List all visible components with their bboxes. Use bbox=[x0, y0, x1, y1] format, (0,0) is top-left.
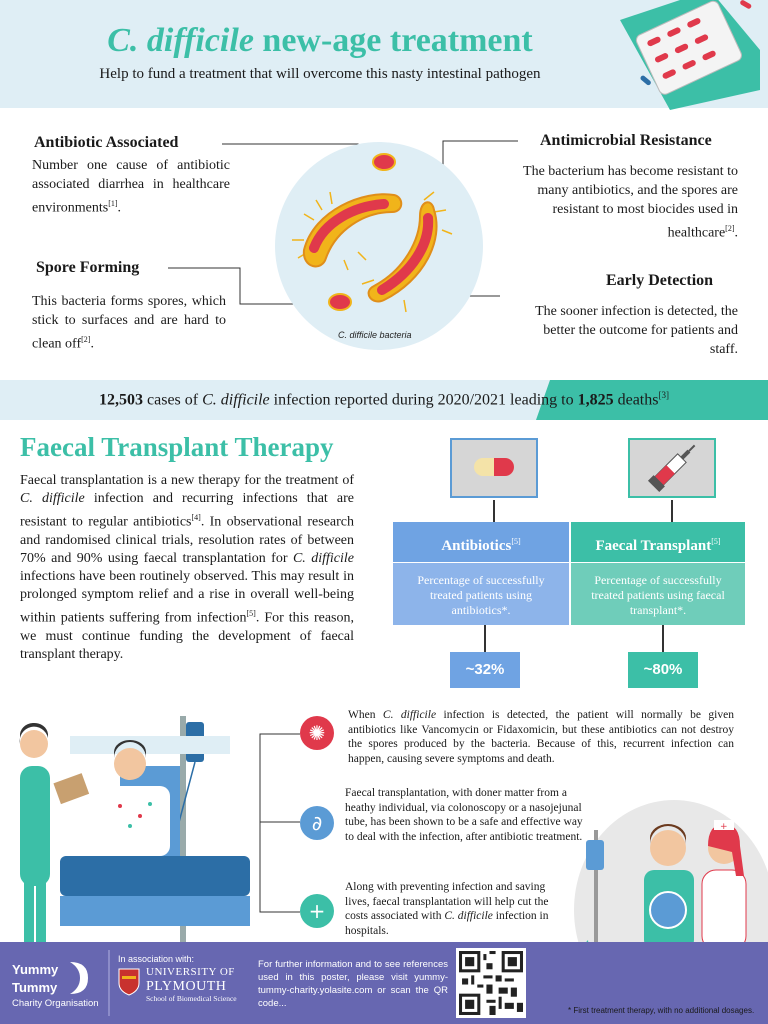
intestine-icon: ∂ bbox=[300, 806, 334, 840]
feature-resistance-text: The bacterium has become resistant to ma… bbox=[523, 164, 738, 241]
feature-antibiotic-text: Number one cause of antibiotic associate… bbox=[32, 158, 230, 216]
step-cost-text: Along with preventing infection and savi… bbox=[345, 881, 549, 937]
feature-antibiotic-heading: Antibiotic Associated bbox=[34, 134, 179, 151]
bacteria-label: C. difficile bacteria bbox=[338, 330, 412, 340]
capsule-icon bbox=[450, 438, 538, 498]
university-crest-icon bbox=[118, 968, 140, 996]
hospital-bed-illustration bbox=[19, 716, 250, 944]
antibiotics-description: Percentage of successfully treated patie… bbox=[393, 563, 569, 625]
stats-text: 12,503 cases of C. difficile infection r… bbox=[99, 390, 669, 409]
connector bbox=[662, 625, 664, 652]
feature-detection-text: The sooner infection is detected, the be… bbox=[535, 304, 738, 357]
bacteria-icon: ✺ bbox=[300, 716, 334, 750]
step-antibiotic-text: When C. difficile infection is detected,… bbox=[348, 709, 734, 765]
transplant-description: Percentage of successfully treated patie… bbox=[571, 563, 745, 625]
feature-spore-heading: Spore Forming bbox=[36, 259, 140, 276]
plus-icon: + bbox=[300, 894, 334, 928]
poster-title: C. difficile new-age treatment bbox=[107, 22, 533, 59]
section-paragraph: Faecal transplantation is a new therapy … bbox=[20, 473, 355, 662]
transplant-rate: ~80% bbox=[628, 652, 698, 688]
connector bbox=[671, 500, 673, 522]
university-school: School of Biomedical Science bbox=[146, 994, 237, 1003]
footer-info-text: For further information and to see refer… bbox=[258, 959, 448, 1009]
feature-spore-text: This bacteria forms spores, which stick … bbox=[32, 294, 226, 352]
connector bbox=[493, 500, 495, 522]
bacteria-illustration: C. difficile bacteria bbox=[275, 142, 483, 350]
poster-subtitle: Help to fund a treatment that will overc… bbox=[99, 66, 541, 82]
section-title: Faecal Transplant Therapy bbox=[20, 432, 334, 462]
footer-divider bbox=[108, 950, 110, 1016]
step-transplant-text: Faecal transplantation, with doner matte… bbox=[345, 787, 583, 843]
syringe-icon bbox=[628, 438, 716, 498]
antibiotics-rate: ~32% bbox=[450, 652, 520, 688]
footnote: * First treatment therapy, with no addit… bbox=[568, 1006, 755, 1015]
charity-name-2: Tummy bbox=[12, 980, 58, 995]
qr-code-icon[interactable] bbox=[456, 948, 526, 1018]
charity-logo-icon bbox=[70, 962, 88, 994]
transplant-header: Faecal Transplant[5] bbox=[571, 522, 745, 562]
antibiotics-header: Antibiotics[5] bbox=[393, 522, 569, 562]
stats-accent bbox=[536, 380, 768, 420]
pill-pack-icon bbox=[620, 0, 760, 110]
university-name-line2: PLYMOUTH bbox=[146, 979, 227, 994]
connector bbox=[484, 625, 486, 652]
university-name-line1: UNIVERSITY OF bbox=[146, 966, 235, 978]
feature-detection-heading: Early Detection bbox=[606, 272, 714, 289]
charity-name-1: Yummy bbox=[12, 962, 59, 977]
association-label: In association with: bbox=[118, 954, 195, 964]
feature-resistance-heading: Antimicrobial Resistance bbox=[540, 132, 712, 149]
charity-tagline: Charity Organisation bbox=[12, 998, 99, 1009]
svg-text:+: + bbox=[720, 822, 728, 832]
steps-connector bbox=[259, 733, 300, 913]
